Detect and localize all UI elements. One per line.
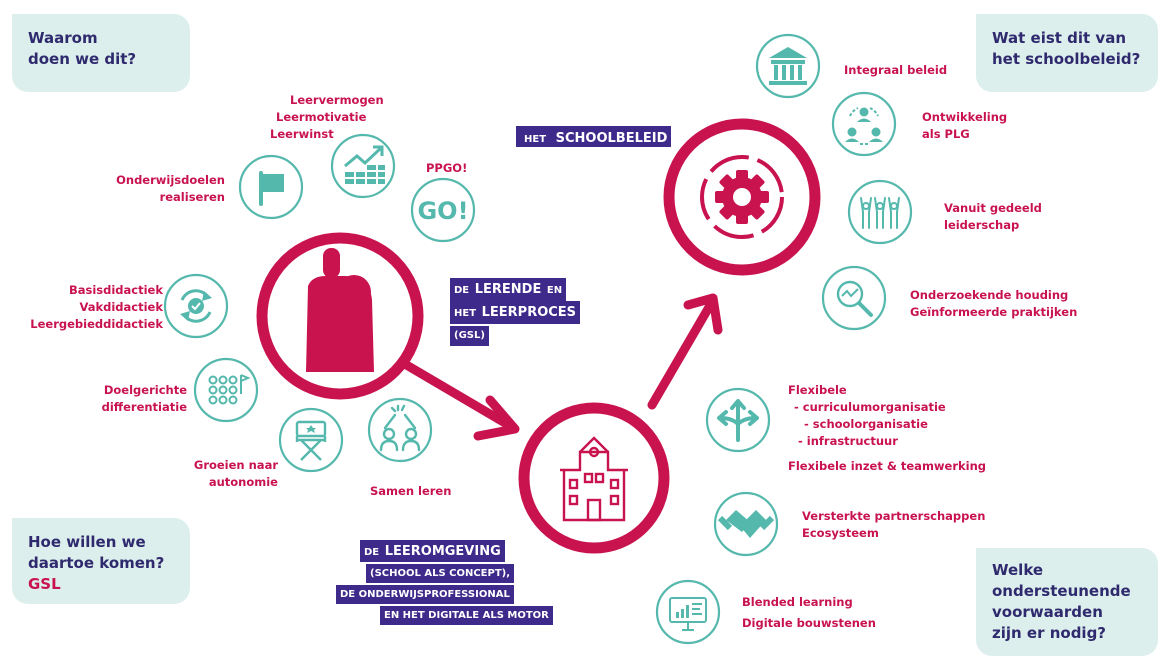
split-arrows-icon (705, 387, 771, 453)
label-basisdidactiek: Basisdidactiek (68, 283, 163, 297)
label-leerwinst: Leerwinst (270, 127, 334, 141)
environment-tag-line4: EN HET DIGITALE ALS MOTOR (380, 606, 553, 625)
label-samen-leren: Samen leren (370, 484, 452, 498)
environment-hub (518, 402, 670, 554)
flag-icon (238, 154, 304, 220)
label-flexibel-3: - schoolorganisatie (804, 417, 928, 431)
label-flexibel-2: - curriculumorganisatie (794, 400, 946, 414)
directors-chair-icon (278, 407, 344, 473)
label-onderwijsdoelen-1: Onderwijsdoelen (116, 173, 225, 187)
learner-hub-tag: DE LERENDE EN HET LEERPROCES (GSL) (450, 278, 581, 346)
label-leermotivatie: Leermotivatie (276, 110, 367, 124)
label-onderwijsdoelen: Onderwijsdoelen realiseren (116, 172, 225, 206)
question-how-accent: GSL (28, 575, 61, 593)
label-leer: Leervermogen Leermotivatie Leerwinst (270, 92, 384, 143)
label-onderzoek-2: Geïnformeerde praktijken (910, 305, 1078, 319)
school-building-icon (560, 436, 628, 522)
label-differentiatie: Doelgerichte differentiatie (102, 382, 187, 416)
label-vakdidactiek: Vakdidactiek (79, 300, 163, 314)
question-conditions-line1: Welke (992, 561, 1044, 579)
environment-tag-line3: DE ONDERWIJSPROFESSIONAL (336, 585, 514, 604)
environment-tag-big: LEEROMGEVING (384, 543, 501, 560)
label-autonomie-1: Groeien naar (193, 458, 278, 472)
label-partners-1: Versterkte partnerschappen (802, 509, 986, 523)
label-flexibel-1: Flexibele (788, 383, 847, 397)
label-differentiatie-2: differentiatie (101, 400, 187, 414)
label-blended-1: Blended learning (742, 595, 853, 609)
learner-tag-big1: LERENDE (474, 281, 542, 299)
question-policy-line2: het schoolbeleid? (992, 50, 1141, 68)
label-flexibel-4: - infrastructuur (798, 434, 898, 448)
question-policy: Wat eist dit van het schoolbeleid? (976, 14, 1158, 92)
question-how: Hoe willen we daartoe komen? GSL (12, 518, 190, 604)
flow-arrow-learner-to-environment (393, 355, 520, 441)
svg-text:GO!: GO! (417, 197, 468, 225)
government-building-icon (755, 33, 821, 99)
label-partners: Versterkte partnerschappen Ecosysteem (802, 508, 985, 542)
policy-hub-tag: HET SCHOOLBELEID (516, 126, 672, 147)
label-leiderschap-2: leiderschap (944, 218, 1020, 232)
flow-arrow-environment-to-policy (647, 293, 723, 410)
question-why: Waarom doen we dit? (12, 14, 190, 92)
label-integraal-beleid: Integraal beleid (844, 63, 948, 77)
label-onderzoek-1: Onderzoekende houding (910, 288, 1069, 302)
label-flexibel: Flexibele - curriculumorganisatie - scho… (788, 382, 946, 450)
environment-hub-tag: DE LEEROMGEVING (SCHOOL ALS CONCEPT), DE… (322, 540, 553, 625)
raised-hand-person-icon (306, 248, 374, 372)
label-differentiatie-1: Doelgerichte (103, 383, 187, 397)
label-blended: Blended learning Digitale bouwstenen (742, 592, 876, 634)
label-teamwerking: Flexibele inzet & teamwerking (788, 459, 987, 473)
label-onderwijsdoelen-2: realiseren (159, 190, 225, 204)
label-plg: Ontwikkeling als PLG (922, 109, 1007, 143)
cycle-check-icon (163, 273, 229, 339)
learner-tag-sub: (GSL) (450, 326, 489, 346)
label-autonomie-2: autonomie (208, 475, 278, 489)
policy-hub (663, 118, 821, 276)
learner-tag-big2: LEERPROCES (481, 304, 577, 322)
label-leiderschap: Vanuit gedeeld leiderschap (944, 200, 1042, 234)
people-cheering-icon (847, 179, 913, 245)
environment-tag-line2: (SCHOOL ALS CONCEPT), (366, 564, 515, 583)
label-partners-2: Ecosysteem (802, 526, 879, 540)
question-how-line1: Hoe willen we (28, 533, 146, 551)
policy-tag-small: HET (520, 133, 551, 146)
learner-tag-small3: HET (454, 305, 477, 323)
question-conditions-line2: ondersteunende (992, 582, 1131, 600)
label-leergebieddidactiek: Leergebieddidactiek (30, 317, 163, 331)
go-icon: GO! (410, 177, 476, 243)
label-ppgo: PPGO! (426, 161, 468, 175)
environment-tag-small: DE (364, 544, 380, 561)
question-why-line2: doen we dit? (28, 50, 137, 68)
dot-grid-icon (193, 357, 259, 423)
question-how-line2: daartoe komen? (28, 554, 165, 572)
magnifier-icon (821, 265, 887, 331)
learner-tag-small2: EN (546, 282, 563, 300)
question-why-line1: Waarom (28, 29, 98, 47)
label-blended-2: Digitale bouwstenen (742, 616, 876, 630)
policy-tag-big: SCHOOLBELEID (555, 131, 668, 146)
gear-icon (700, 155, 784, 239)
growth-chart-icon (330, 133, 396, 199)
high-five-icon (367, 397, 433, 463)
label-autonomie: Groeien naar autonomie (194, 457, 278, 491)
learner-hub (256, 232, 424, 400)
monitor-icon (655, 579, 721, 645)
team-network-icon (831, 91, 897, 157)
label-plg-1: Ontwikkeling (922, 110, 1008, 124)
question-conditions-line3: voorwaarden (992, 603, 1103, 621)
question-policy-line1: Wat eist dit van (992, 29, 1127, 47)
question-conditions-line4: zijn er nodig? (992, 624, 1107, 642)
question-conditions: Welke ondersteunende voorwaarden zijn er… (976, 548, 1158, 656)
label-leervermogen: Leervermogen (290, 93, 384, 107)
label-onderzoek: Onderzoekende houding Geïnformeerde prak… (910, 287, 1077, 321)
label-didactiek: Basisdidactiek Vakdidactiek Leergebieddi… (30, 282, 163, 333)
label-leiderschap-1: Vanuit gedeeld (944, 201, 1042, 215)
handshake-icon (713, 491, 779, 557)
label-plg-2: als PLG (922, 127, 970, 141)
learner-tag-small1: DE (454, 282, 470, 300)
